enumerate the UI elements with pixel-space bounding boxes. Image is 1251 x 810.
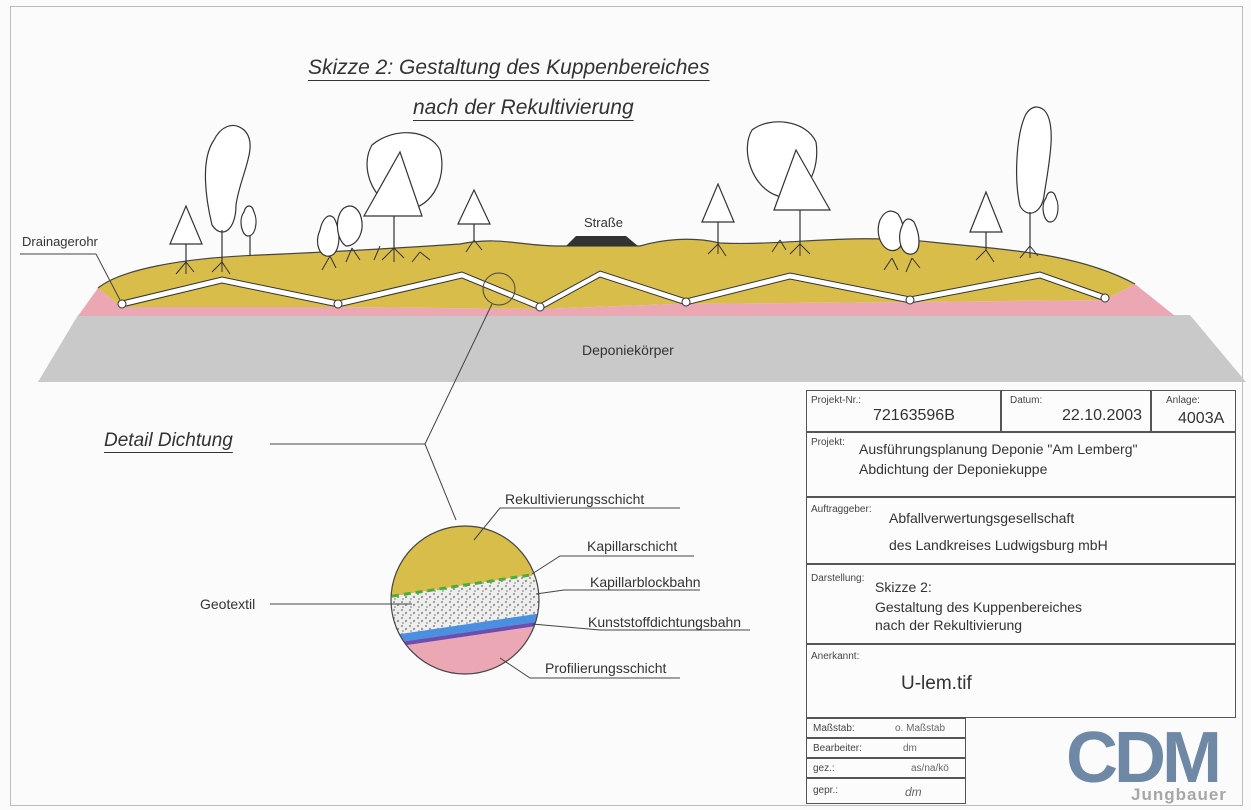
anerkannt-cell: Anerkannt: U-lem.tif [806,644,1236,718]
bearbeiter-value: dm [903,743,917,754]
label-kapillarschicht: Kapillarschicht [587,538,678,554]
gepr-value: dm [905,785,922,799]
datum-cell: Datum: 22.10.2003 [1001,390,1151,432]
detail-title: Detail Dichtung [104,430,233,451]
label-profilierungsschicht: Profilierungsschicht [545,660,667,676]
drawing-title-line2: nach der Rekultivierung [413,96,634,119]
cdm-logo: CDM [1066,718,1222,798]
strasse-road [566,236,638,246]
jungbauer-logo-text: Jungbauer [1131,785,1227,804]
anerkannt-label: Anerkannt: [811,651,860,662]
darstellung-cell: Darstellung: Skizze 2: Gestaltung des Ku… [806,564,1236,644]
label-drainagerohr: Drainagerohr [22,234,98,249]
label-kapillarblockbahn: Kapillarblockbahn [590,574,701,590]
auftraggeber-label: Auftraggeber: [811,504,872,515]
gepr-row: gepr.: dm [806,778,966,804]
drainage-layer [121,270,1107,311]
darstellung-label: Darstellung: [811,573,865,584]
anlage-label: Anlage: [1166,395,1200,406]
rekultivierungsschicht-layer [98,238,1135,309]
label-rekultivierungsschicht: Rekultivierungsschicht [505,491,645,507]
profilierungsschicht-layer [78,284,1175,316]
gez-value: as/na/kö [911,763,949,774]
anlage-value: 4003A [1178,410,1225,427]
label-geotextil: Geotextil [200,596,256,612]
detail-dichtung-circle [391,526,539,674]
gez-label: gez.: [813,763,835,774]
projekt-cell: Projekt: Ausführungsplanung Deponie "Am … [806,432,1236,497]
auftraggeber-line1: Abfallverwertungsgesellschaft [889,510,1075,526]
gepr-label: gepr.: [813,785,839,796]
drawing-title-line1: Skizze 2: Gestaltung des Kuppenbereiches [308,56,710,79]
projekt-line1: Ausführungsplanung Deponie "Am Lemberg" [859,441,1138,457]
gez-row: gez.: as/na/kö [806,758,966,778]
datum-value: 22.10.2003 [1062,407,1143,424]
massstab-label: Maßstab: [813,723,855,734]
projekt-nr-label: Projekt-Nr.: [811,395,862,406]
anlage-cell: Anlage: 4003A [1151,390,1236,432]
darstellung-line2: Gestaltung des Kuppenbereiches [875,599,1083,615]
label-deponiekoerper: Deponiekörper [582,342,674,358]
label-strasse: Straße [584,215,624,230]
darstellung-line3: nach der Rekultivierung [875,617,1023,633]
massstab-value: o. Maßstab [895,723,946,734]
file-name: U-lem.tif [901,673,972,694]
darstellung-line1: Skizze 2: [875,579,932,595]
projekt-nr-value: 72163596B [873,407,955,424]
projekt-nr-cell: Projekt-Nr.: 72163596B [806,390,1001,432]
projekt-line2: Abdichtung der Deponiekuppe [859,461,1048,477]
roots [175,239,1039,275]
drawing-frame [10,6,1243,806]
bearbeiter-label: Bearbeiter: [813,743,862,754]
auftraggeber-cell: Auftraggeber: Abfallverwertungsgesellsch… [806,497,1236,564]
datum-label: Datum: [1010,395,1043,406]
trees [169,106,1059,262]
deponiekoerper-layer [38,315,1246,382]
drainage-pipes [117,293,1110,312]
projekt-label: Projekt: [811,437,845,448]
label-kunststoffdichtungsbahn: Kunststoffdichtungsbahn [588,614,742,630]
bearbeiter-row: Bearbeiter: dm [806,738,966,758]
massstab-row: Maßstab: o. Maßstab [806,718,966,738]
auftraggeber-line2: des Landkreises Ludwigsburg mbH [889,537,1108,553]
